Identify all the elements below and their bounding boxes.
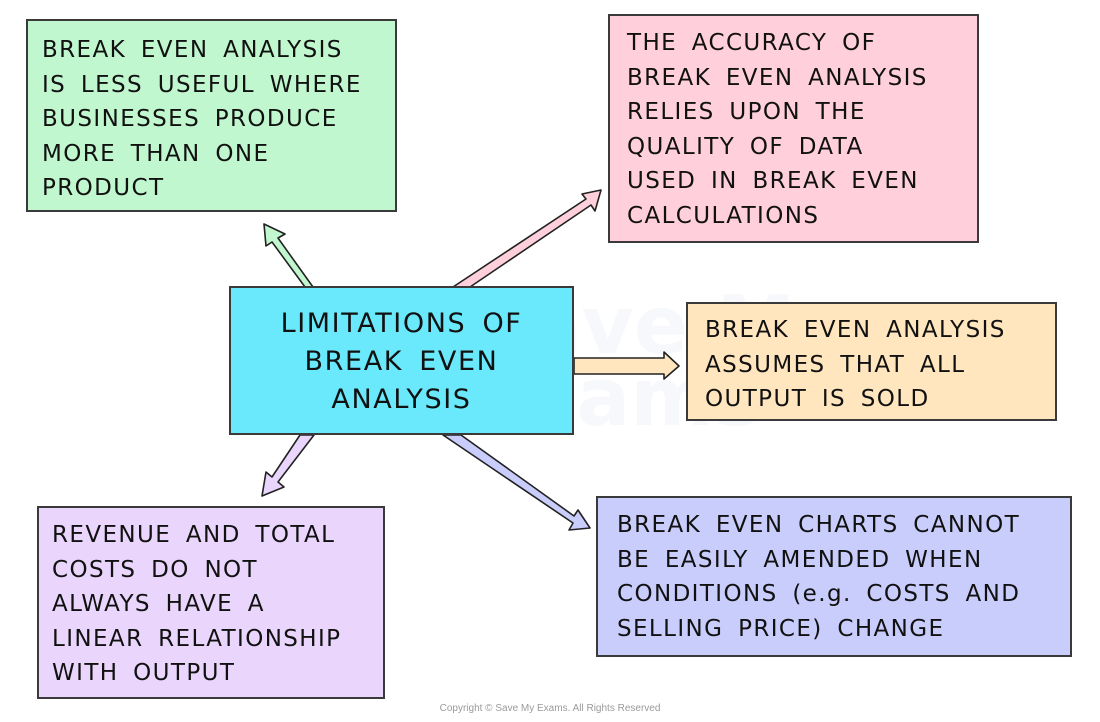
node-text-line: BREAK EVEN ANALYSIS — [627, 64, 928, 91]
node-text-line: SELLING PRICE) CHANGE — [617, 615, 945, 642]
node-text-line: BREAK EVEN ANALYSIS — [42, 37, 343, 63]
arrow-to-pink — [452, 189, 602, 288]
limitation-multiple-products: BREAK EVEN ANALYSIS IS LESS USEFUL WHERE… — [26, 19, 397, 212]
arrow-to-blue — [442, 434, 591, 531]
node-text-line: THE ACCURACY OF — [627, 30, 877, 56]
node-text-line: BREAK EVEN ANALYSIS — [705, 317, 1006, 343]
node-text-line: QUALITY OF DATA — [627, 133, 864, 160]
limitation-non-linear: REVENUE AND TOTAL COSTS DO NOT ALWAYS HA… — [37, 506, 385, 699]
node-text-line: RELIES UPON THE — [627, 99, 866, 125]
node-text-line: BE EASILY AMENDED WHEN — [617, 546, 983, 573]
node-text-line: ASSUMES THAT ALL — [705, 351, 966, 378]
central-topic-line: ANALYSIS — [331, 384, 472, 415]
arrow-to-orange — [573, 351, 680, 380]
node-text-line: MORE THAN ONE — [42, 140, 270, 167]
arrow-to-purple — [261, 434, 315, 497]
copyright-notice: Copyright © Save My Exams. All Rights Re… — [439, 703, 661, 714]
node-text-line: WITH OUTPUT — [52, 660, 236, 686]
node-text-line: BREAK EVEN CHARTS CANNOT — [617, 512, 1021, 538]
node-text-line: USED IN BREAK EVEN — [627, 168, 919, 194]
limitation-data-quality: THE ACCURACY OF BREAK EVEN ANALYSIS RELI… — [608, 14, 979, 243]
arrow-to-green — [263, 223, 314, 288]
limitation-all-output-sold: BREAK EVEN ANALYSIS ASSUMES THAT ALL OUT… — [686, 302, 1057, 421]
node-text-line: BUSINESSES PRODUCE — [42, 106, 338, 132]
central-topic-line: BREAK EVEN — [304, 346, 499, 377]
central-topic: LIMITATIONS OF BREAK EVEN ANALYSIS — [229, 286, 574, 435]
node-text-line: OUTPUT IS SOLD — [705, 386, 930, 412]
central-topic-line: LIMITATIONS OF — [280, 308, 523, 339]
node-text-line: REVENUE AND TOTAL — [52, 522, 336, 548]
node-text-line: CALCULATIONS — [627, 202, 820, 229]
node-text-line: ALWAYS HAVE A — [52, 591, 265, 617]
node-text-line: LINEAR RELATIONSHIP — [52, 625, 342, 652]
node-text-line: IS LESS USEFUL WHERE — [42, 71, 362, 98]
node-text-line: COSTS DO NOT — [52, 556, 259, 583]
node-text-line: CONDITIONS (e.g. COSTS AND — [617, 581, 1021, 607]
limitation-not-easily-amended: BREAK EVEN CHARTS CANNOT BE EASILY AMEND… — [596, 496, 1072, 657]
node-text-line: PRODUCT — [42, 175, 165, 201]
